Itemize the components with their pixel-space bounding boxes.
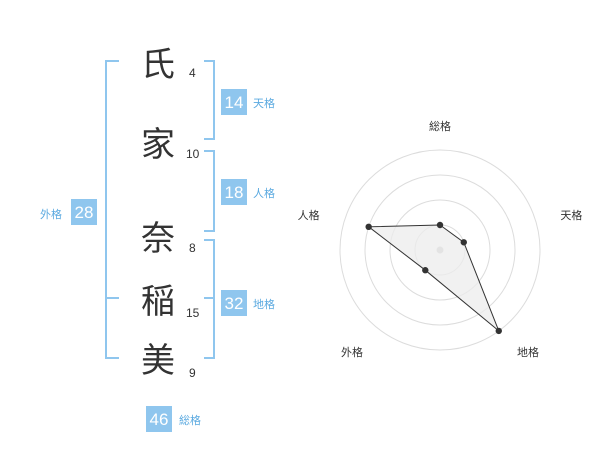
gaikaku-value: 28 <box>75 203 94 222</box>
jinkaku-value: 18 <box>225 183 244 202</box>
stroke-count-2: 10 <box>186 147 200 161</box>
tenkaku-badge-box <box>221 89 247 115</box>
name-char-4: 稲 <box>141 282 175 322</box>
stroke-count-5: 9 <box>189 366 196 380</box>
brackets <box>105 60 215 359</box>
jinkaku-bracket <box>204 150 215 232</box>
name-char-1: 氏 <box>141 45 175 85</box>
radar-axis-label-5: 人格 <box>298 208 320 222</box>
chikaku-value: 32 <box>225 294 244 313</box>
tenkaku-label: 天格 <box>253 96 275 110</box>
stroke-count-1: 4 <box>189 66 196 80</box>
stroke-counts: 4 10 8 15 9 <box>186 66 200 380</box>
jinkaku-badge-box <box>221 179 247 205</box>
gaikaku-badge: 外格 28 <box>40 199 97 225</box>
tenkaku-value: 14 <box>225 93 244 112</box>
soukaku-badge: 46 総格 <box>146 406 201 432</box>
chikaku-label: 地格 <box>253 297 275 311</box>
radar-axis-label-4: 外格 <box>341 345 363 359</box>
radar-point-1 <box>436 221 444 229</box>
radar-point-3 <box>495 327 502 335</box>
chikaku-badge: 32 地格 <box>221 290 275 316</box>
stroke-count-4: 15 <box>186 306 200 320</box>
gaikaku-label: 外格 <box>40 207 62 221</box>
name-characters: 氏 家 奈 稲 美 <box>141 45 175 381</box>
jinkaku-badge: 18 人格 <box>221 179 275 205</box>
radar-point-5 <box>365 223 372 231</box>
name-char-5: 美 <box>141 341 175 381</box>
radar-point-4 <box>422 267 429 274</box>
jinkaku-label: 人格 <box>253 186 275 200</box>
soukaku-label: 総格 <box>179 413 201 427</box>
gaikaku-badge-box <box>71 199 97 225</box>
radar-ring-4 <box>339 149 541 351</box>
chikaku-badge-box <box>221 290 247 316</box>
radar-ring-2 <box>389 199 491 301</box>
name-char-2: 家 <box>141 125 175 165</box>
tenkaku-bracket <box>204 60 215 140</box>
radar-point-2 <box>460 239 467 246</box>
soukaku-badge-box <box>146 406 172 432</box>
stroke-count-3: 8 <box>189 241 196 255</box>
radar-axis-label-2: 天格 <box>560 208 582 222</box>
soukaku-value: 46 <box>150 410 169 429</box>
radar-ring-3 <box>364 174 516 326</box>
radar-axis-label-1: 総格 <box>429 119 451 133</box>
gaikaku-bracket <box>105 60 119 359</box>
radar-area <box>367 224 500 332</box>
tenkaku-badge: 14 天格 <box>221 89 275 115</box>
name-char-3: 奈 <box>141 219 175 259</box>
radar-axis-label-3: 地格 <box>517 345 539 359</box>
